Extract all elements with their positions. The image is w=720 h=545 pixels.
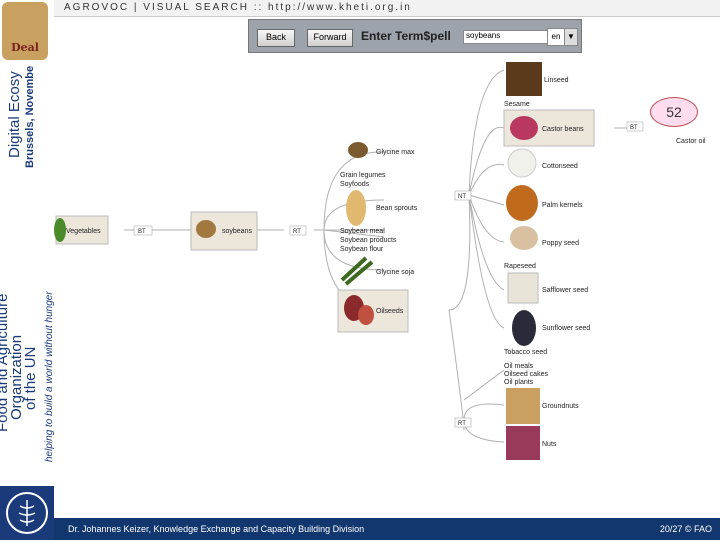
footer: Dr. Johannes Keizer, Knowledge Exchange … (54, 518, 720, 540)
node-soybean-meal-label: Soybean meal (340, 228, 385, 235)
search-input[interactable]: soybeans (463, 30, 549, 44)
node-sesame-label[interactable]: Sesame (504, 101, 530, 108)
copyright: © FAO (684, 524, 712, 534)
fao-logo (0, 486, 54, 540)
node-poppy-seed[interactable]: Poppy seed (510, 226, 579, 250)
node-cottonseed[interactable]: Cottonseed (507, 148, 578, 178)
node-soybeans[interactable]: soybeans (190, 211, 258, 251)
chevron-down-icon[interactable]: ▼ (564, 28, 578, 46)
node-bean-sprouts[interactable]: Bean sprouts (346, 190, 418, 226)
node-linseed[interactable]: Linseed (506, 62, 569, 96)
node-vegetables[interactable]: Vegetables (54, 215, 109, 245)
relation-labels: BT RT NT RT BT (133, 121, 644, 428)
relation-nt: NT (458, 194, 466, 200)
node-grain-legumes[interactable]: Grain legumes Soyfoods (340, 172, 386, 188)
back-button[interactable]: Back (257, 29, 295, 47)
node-soybeans-label: soybeans (222, 228, 252, 235)
node-castor-oil-label[interactable]: Castor oil (676, 138, 706, 145)
visual-search-canvas: AGROVOC | VISUAL SEARCH :: http://www.kh… (54, 0, 720, 486)
window-title: AGROVOC | VISUAL SEARCH :: http://www.kh… (64, 2, 412, 13)
forward-button[interactable]: Forward (307, 29, 353, 47)
org-name: Food and Agriculture Organization of the… (0, 294, 39, 432)
sidebar-title: Digital Ecosy (6, 71, 23, 158)
relation-bt-2: BT (630, 125, 638, 131)
node-groundnuts-label: Groundnuts (542, 403, 579, 410)
node-glycine-soja[interactable]: Glycine soja (340, 256, 414, 286)
node-cottonseed-label: Cottonseed (542, 163, 578, 170)
node-soybean-group[interactable]: Soybean meal Soybean products Soybean fl… (340, 228, 397, 253)
node-glycine-max[interactable]: Glycine max (348, 142, 415, 158)
node-tobacco-seed-label[interactable]: Tobacco seed (504, 349, 547, 356)
node-rapeseed-label[interactable]: Rapeseed (504, 263, 536, 270)
node-palm-kernels-label: Palm kernels (542, 202, 583, 209)
node-soybean-products-label: Soybean products (340, 237, 397, 244)
node-vegetables-label: Vegetables (66, 228, 101, 235)
node-nuts-label: Nuts (542, 441, 557, 448)
node-grain-legumes-label: Grain legumes (340, 172, 386, 179)
node-glycine-max-label: Glycine max (376, 149, 415, 156)
node-castor-beans[interactable]: Castor beans (503, 109, 595, 147)
node-safflower-seed[interactable]: Safflower seed (507, 272, 588, 304)
page-number: 20/27 (659, 524, 683, 534)
relation-rt: RT (293, 229, 301, 235)
node-soyfoods-label: Soyfoods (340, 181, 370, 188)
node-oilseed-cakes-label: Oilseed cakes (504, 371, 548, 378)
deal-logo: Deal (2, 2, 48, 60)
term-spell-label: Enter Term$pell (361, 29, 451, 43)
window-header: AGROVOC | VISUAL SEARCH :: http://www.kh… (54, 0, 720, 17)
node-soybean-flour-label: Soybean flour (340, 246, 384, 253)
node-sunflower-seed-label: Sunflower seed (542, 325, 590, 332)
fao-emblem-icon (6, 492, 48, 534)
node-bean-sprouts-label: Bean sprouts (376, 205, 418, 212)
node-groundnuts[interactable]: Groundnuts (506, 388, 579, 424)
footer-author: Dr. Johannes Keizer, Knowledge Exchange … (68, 524, 365, 534)
node-oil-plants-label: Oil plants (504, 379, 534, 386)
node-glycine-soja-label: Glycine soja (376, 269, 414, 276)
node-oil-meals-label: Oil meals (504, 363, 534, 370)
footer-page: 20/27 © FAO (660, 524, 712, 534)
node-castor-beans-label: Castor beans (542, 126, 584, 133)
sidebar-subtitle: Brussels, Novembe (24, 65, 36, 168)
node-poppy-seed-label: Poppy seed (542, 240, 579, 247)
node-sunflower-seed[interactable]: Sunflower seed (512, 310, 590, 346)
search-toolbar: Back Forward Enter Term$pell soybeans en… (248, 19, 582, 53)
deal-logo-text: Deal (11, 41, 39, 54)
node-nuts[interactable]: Nuts (506, 426, 557, 460)
node-oilseeds-label: Oilseeds (376, 308, 404, 315)
node-oil-group[interactable]: Oil meals Oilseed cakes Oil plants (504, 363, 548, 386)
relation-rt-2: RT (458, 421, 466, 427)
node-oilseeds[interactable]: Oilseeds (337, 289, 409, 333)
org-name-line3: of the UN (22, 346, 39, 410)
node-linseed-label: Linseed (544, 77, 569, 84)
sidebar: Deal Digital Ecosy Brussels, Novembe Foo… (0, 0, 55, 486)
relation-bt: BT (138, 229, 146, 235)
slide-badge: 52 (650, 97, 698, 127)
node-safflower-seed-label: Safflower seed (542, 287, 588, 294)
node-palm-kernels[interactable]: Palm kernels (506, 185, 583, 221)
concept-graph: BT RT NT RT BT Vegetables soybeans Glyci… (54, 62, 706, 460)
